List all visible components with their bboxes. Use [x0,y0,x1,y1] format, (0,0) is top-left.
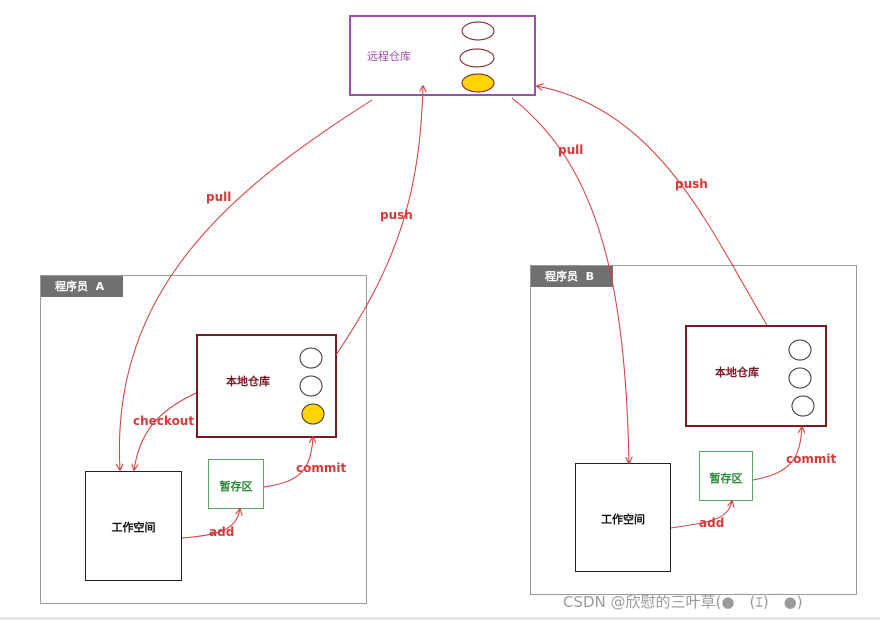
programmer-b-tab: 程序员 B [531,266,613,287]
programmer-b-pull-label: pull [558,143,584,157]
remote-repository: 远程仓库 [349,15,536,96]
programmer-b-push-arrow [537,86,768,326]
programmer-a-staging-area-label: 暂存区 [219,480,253,493]
programmer-a-workspace-label: 工作空间 [111,521,156,534]
programmer-b-staging-area-label: 暂存区 [709,472,743,485]
csdn-watermark: CSDN @欣慰的三叶草(●￣(ｴ)￣●) [563,593,803,611]
remote-repository-label: 远程仓库 [367,50,411,63]
programmer-a-commit-3 [301,403,325,425]
programmer-a-commit-arrow [263,437,313,488]
programmer-a-pull-label: pull [206,190,232,204]
programmer-a-staging-area: 暂存区 [208,459,264,509]
programmer-a-checkout-label: checkout [133,414,195,428]
remote-commit-2 [459,48,495,68]
programmer-b-add-arrow [670,501,732,529]
programmer-b-push-label: push [675,177,708,191]
programmer-b-commit-label: commit [786,452,837,466]
programmer-b-add-label: add [699,516,725,530]
programmer-a-checkout-arrow [134,392,197,470]
programmer-b-workspace: 工作空间 [575,463,671,572]
programmer-a-commit-1 [299,347,323,369]
programmer-a-local-repository-label: 本地仓库 [226,375,270,388]
programmer-a-push-label: push [380,208,413,222]
programmer-b-local-repository-label: 本地仓库 [715,366,759,379]
programmer-b-commit-2 [788,367,812,389]
programmer-a-push-arrow [335,86,423,356]
programmer-a-tab: 程序员 A [41,276,123,297]
remote-commit-3 [461,73,495,93]
remote-commit-1 [461,21,495,41]
programmer-b-staging-area: 暂存区 [699,451,753,501]
programmer-a-add-label: add [209,525,235,539]
programmer-a-commit-label: commit [296,461,347,475]
programmer-b-commit-arrow [752,427,802,481]
programmer-a-pull-arrow [119,99,373,470]
programmer-a-workspace: 工作空间 [85,471,182,581]
programmer-a-commit-2 [299,375,323,397]
programmer-b-commit-1 [788,339,812,361]
bottom-divider [0,617,880,620]
programmer-b-workspace-label: 工作空间 [601,513,645,526]
programmer-b-pull-arrow [511,97,629,463]
programmer-b-commit-3 [791,395,815,417]
programmer-a-add-arrow [181,509,240,539]
